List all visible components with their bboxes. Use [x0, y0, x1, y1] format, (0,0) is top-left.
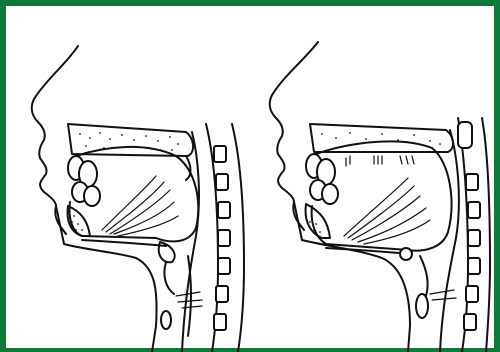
panel-right [250, 6, 494, 352]
panel-left [6, 6, 250, 352]
head-sagittal-section-icon [250, 6, 494, 352]
stipple-palate [79, 132, 179, 151]
head-sagittal-section-icon [6, 6, 250, 352]
